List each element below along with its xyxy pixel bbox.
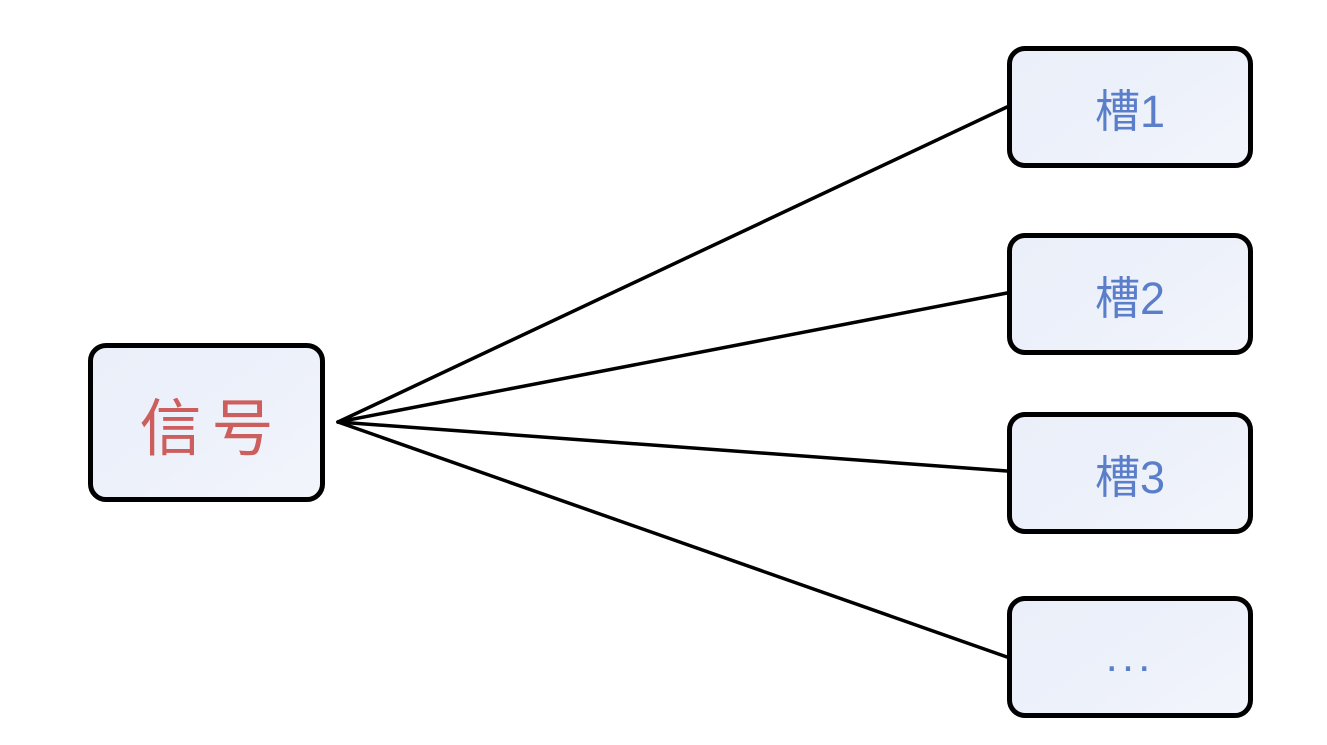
slot-node-ellipsis: ... xyxy=(1007,596,1253,718)
slot-node-3: 槽3 xyxy=(1007,412,1253,534)
connector-line-signal-to-slot1 xyxy=(336,105,1009,424)
slot-node-ellipsis-label: ... xyxy=(1105,632,1155,681)
slot-node-3-label: 槽3 xyxy=(1094,451,1166,503)
signal-node: 信号 xyxy=(88,343,325,502)
slot-node-1: 槽1 xyxy=(1007,46,1253,168)
connector-line-signal-to-slot4 xyxy=(336,420,1009,659)
connector-line-signal-to-slot3 xyxy=(336,420,1009,473)
slot-node-2: 槽2 xyxy=(1007,233,1253,355)
connector-line-signal-to-slot2 xyxy=(336,291,1009,424)
slot-node-2-label: 槽2 xyxy=(1094,272,1166,324)
signal-node-label: 信号 xyxy=(139,394,284,464)
slot-node-1-label: 槽1 xyxy=(1094,85,1166,137)
